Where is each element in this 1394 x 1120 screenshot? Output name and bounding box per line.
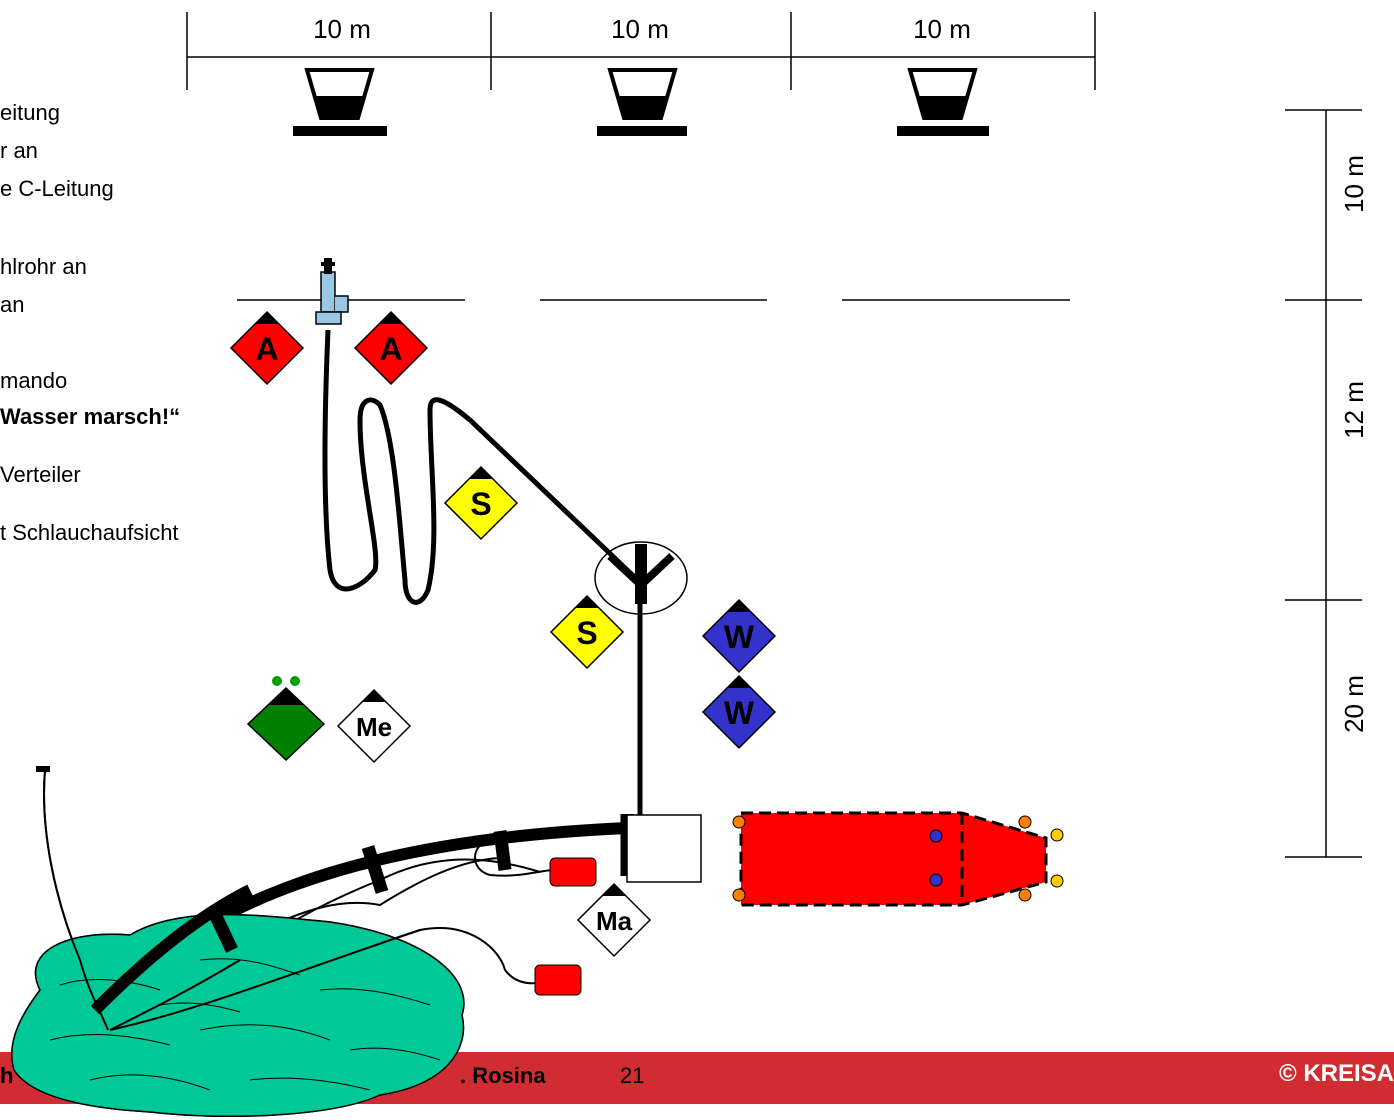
top-scale-label-1: 10 m bbox=[313, 14, 371, 44]
water-marker-1: W bbox=[701, 598, 777, 674]
pump bbox=[626, 814, 702, 883]
machinist-marker: Ma bbox=[576, 882, 652, 958]
top-scale-label-3: 10 m bbox=[913, 14, 971, 44]
instruction-line-3: e C-Leitung bbox=[0, 176, 114, 201]
top-scale bbox=[186, 12, 1096, 90]
footer-author: . Rosina bbox=[460, 1063, 546, 1088]
leader-marker bbox=[246, 676, 326, 762]
instruction-line-6: mando bbox=[0, 368, 68, 393]
target-3 bbox=[897, 68, 989, 136]
footer-page-number: 21 bbox=[620, 1063, 645, 1088]
footer-copyright: © KREISA bbox=[1278, 1060, 1394, 1087]
instruction-line-2: r an bbox=[0, 138, 38, 163]
svg-text:A: A bbox=[379, 331, 402, 367]
hose-marker-1: S bbox=[443, 465, 519, 541]
attack-marker-1: A bbox=[229, 310, 305, 386]
svg-text:Me: Me bbox=[356, 712, 392, 742]
svg-text:S: S bbox=[470, 486, 491, 522]
right-scale-label-1: 10 m bbox=[1339, 155, 1369, 213]
svg-text:W: W bbox=[724, 619, 755, 655]
instruction-line-1: eitung bbox=[0, 100, 60, 125]
svg-text:W: W bbox=[724, 695, 755, 731]
instruction-line-8: Verteiler bbox=[0, 462, 81, 487]
nozzle-icon bbox=[315, 258, 349, 325]
rope-stake bbox=[36, 766, 50, 772]
footer-left-text: h bbox=[0, 1063, 14, 1088]
svg-text:Ma: Ma bbox=[596, 906, 633, 936]
footer-bar bbox=[0, 1052, 1394, 1104]
c-line bbox=[322, 329, 624, 605]
target-1 bbox=[293, 68, 387, 136]
valve-box-2 bbox=[534, 964, 582, 996]
target-2 bbox=[597, 68, 687, 136]
svg-text:A: A bbox=[255, 331, 278, 367]
right-scale-label-2: 12 m bbox=[1339, 381, 1369, 439]
right-scale bbox=[1285, 109, 1362, 858]
right-scale-label-3: 20 m bbox=[1339, 675, 1369, 733]
top-scale-label-2: 10 m bbox=[611, 14, 669, 44]
fire-truck bbox=[732, 811, 1064, 907]
instruction-line-5: an bbox=[0, 292, 25, 317]
attack-marker-2: A bbox=[353, 310, 429, 386]
instruction-line-7: Wasser marsch!“ bbox=[0, 404, 181, 429]
valve-box-1 bbox=[549, 857, 597, 887]
hose-marker-2: S bbox=[549, 594, 625, 670]
svg-text:S: S bbox=[576, 615, 597, 651]
messenger-marker: Me bbox=[336, 688, 412, 764]
instruction-line-4: hlrohr an bbox=[0, 254, 87, 279]
instruction-line-9: t Schlauchaufsicht bbox=[0, 520, 179, 545]
water-marker-2: W bbox=[701, 674, 777, 750]
